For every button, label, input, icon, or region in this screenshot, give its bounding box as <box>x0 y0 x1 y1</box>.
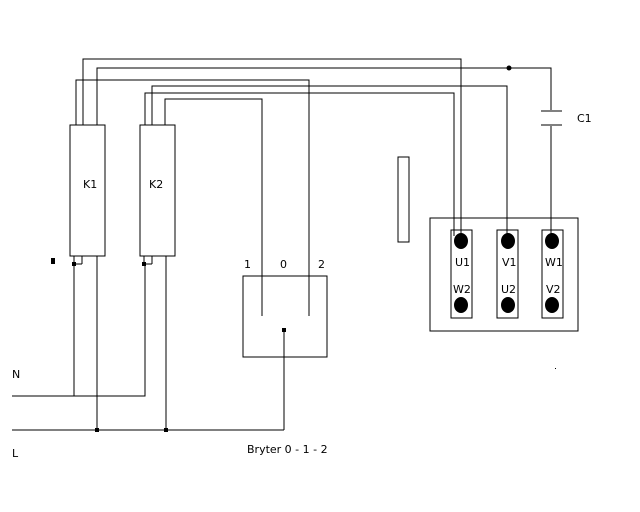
line-label: L <box>12 447 19 460</box>
switch-position-2: 2 <box>318 258 325 271</box>
capacitor-label: C1 <box>577 112 592 125</box>
capacitor-c1 <box>541 110 562 126</box>
switch-position-0: 0 <box>280 258 287 271</box>
relay-k1 <box>69 124 106 257</box>
junction-dot <box>95 428 99 432</box>
stray-mark <box>51 258 55 264</box>
neutral-label: N <box>12 368 20 381</box>
junction-dot <box>506 65 512 71</box>
terminal-label-u1: U1 <box>455 256 470 269</box>
control-wires <box>75 58 552 316</box>
terminal-strip-w <box>541 229 564 319</box>
terminal-v2 <box>545 297 559 313</box>
terminal-label-w1: W1 <box>545 256 563 269</box>
switch-caption: Bryter 0 - 1 - 2 <box>247 443 328 456</box>
terminal-u2 <box>501 297 515 313</box>
terminal-u1 <box>454 233 468 249</box>
terminal-label-w2: W2 <box>453 283 471 296</box>
junction-dot <box>164 428 168 432</box>
switch-position-1: 1 <box>244 258 251 271</box>
terminal-w1 <box>545 233 559 249</box>
relay-k1-label: K1 <box>83 178 97 191</box>
terminal-v1 <box>501 233 515 249</box>
switch-pivot-dot <box>282 328 286 332</box>
terminal-label-v2: V2 <box>546 283 561 296</box>
terminal-label-u2: U2 <box>501 283 516 296</box>
relay-contacts <box>73 256 153 265</box>
indicator-bar <box>397 156 410 243</box>
switch-box <box>242 275 328 358</box>
relay-k2-label: K2 <box>149 178 163 191</box>
terminal-label-v1: V1 <box>502 256 517 269</box>
relay-k2 <box>139 124 176 257</box>
terminal-w2 <box>454 297 468 313</box>
contact-dot <box>142 262 146 266</box>
stray-mark <box>555 368 556 369</box>
